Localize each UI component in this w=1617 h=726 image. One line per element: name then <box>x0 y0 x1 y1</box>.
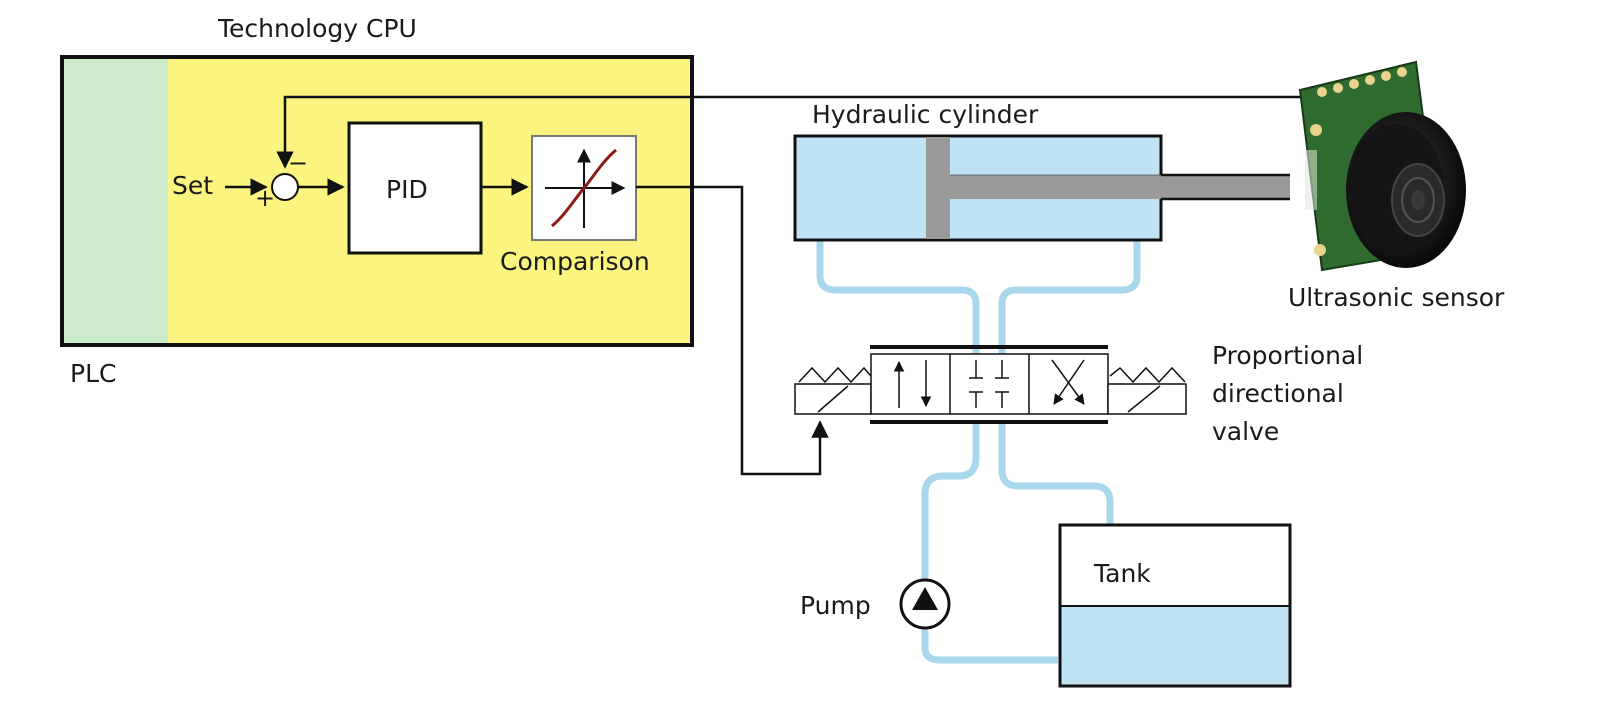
pid-label: PID <box>386 175 428 204</box>
cylinder-rod <box>950 175 1290 199</box>
plc-green-strip <box>64 59 168 343</box>
valve-label-line1: Proportional <box>1212 341 1363 370</box>
tank-fluid <box>1060 606 1290 686</box>
set-label: Set <box>172 171 213 200</box>
comparison-label: Comparison <box>500 247 650 276</box>
sum-plus-sign: + <box>255 184 275 212</box>
plc-label: PLC <box>70 359 116 388</box>
summing-junction <box>271 173 299 201</box>
cylinder-piston <box>926 137 950 239</box>
comparison-block <box>531 135 637 241</box>
hydraulic-pipes <box>816 240 1141 664</box>
pid-block <box>347 121 483 255</box>
ultrasonic-sensor-icon <box>1298 60 1466 272</box>
control-signal-line <box>636 185 829 476</box>
saturation-curve-icon <box>545 148 626 228</box>
proportional-valve <box>794 345 1187 424</box>
ultrasonic-sensor-label: Ultrasonic sensor <box>1288 283 1505 312</box>
tank-label: Tank <box>1093 559 1151 588</box>
valve-label-line3: valve <box>1212 417 1279 446</box>
feedback-line <box>276 95 1300 169</box>
pump-icon <box>899 578 951 630</box>
tank <box>1058 523 1292 688</box>
pump-label: Pump <box>800 591 871 620</box>
technology-cpu-label: Technology CPU <box>217 14 417 43</box>
sum-minus-sign: − <box>288 149 308 177</box>
hydraulic-cylinder <box>793 134 1290 242</box>
valve-label-line2: directional <box>1212 379 1344 408</box>
hydraulic-cylinder-label: Hydraulic cylinder <box>812 100 1039 129</box>
